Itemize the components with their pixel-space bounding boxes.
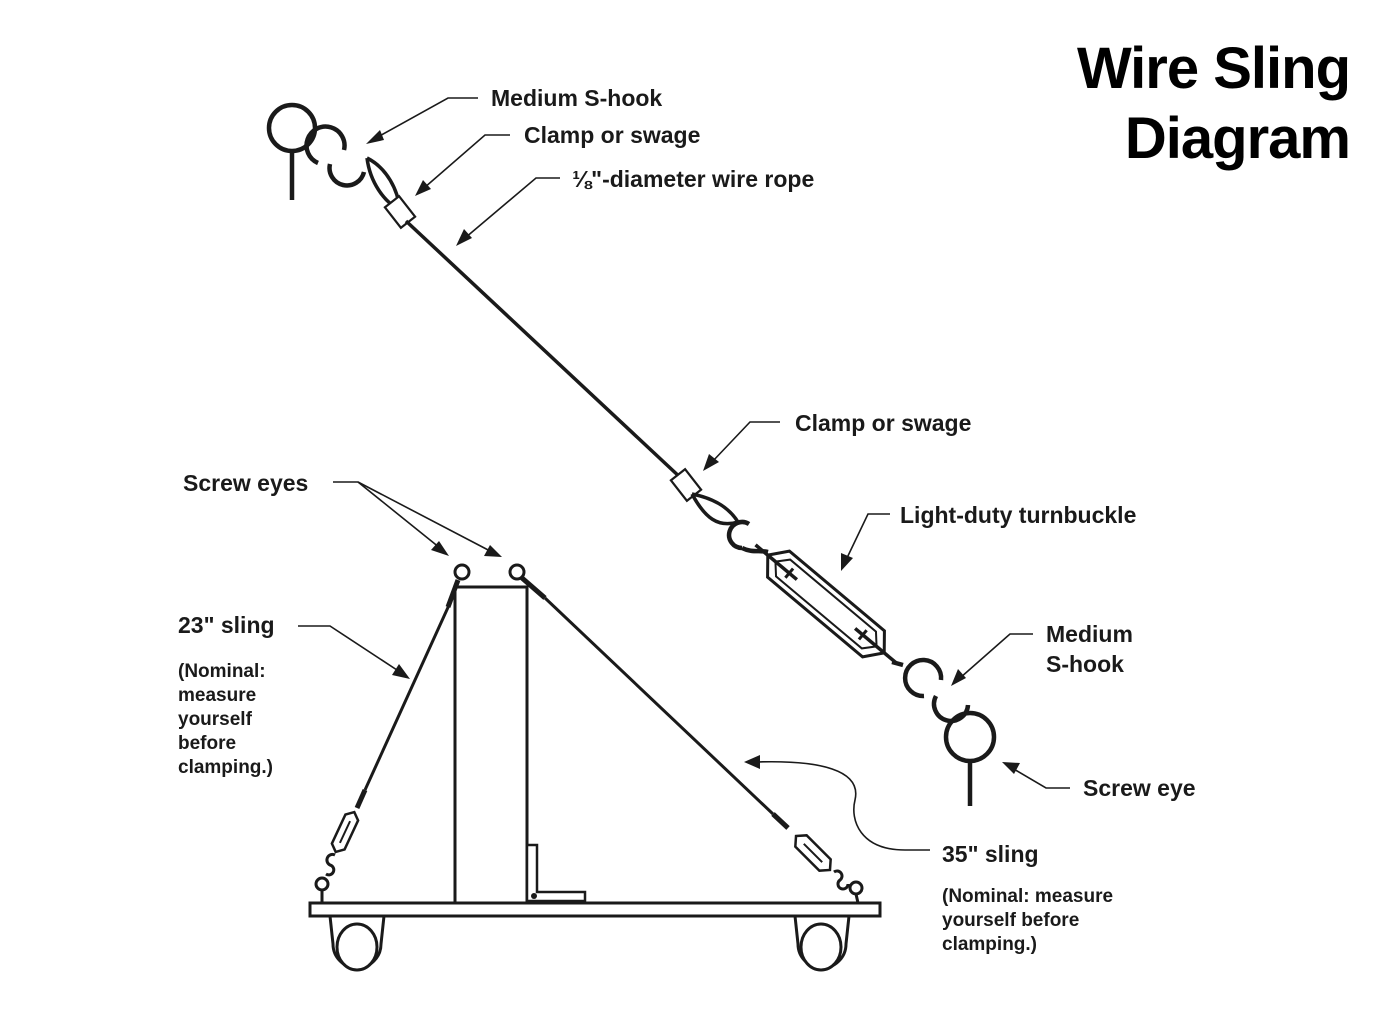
label-s-hook-top: Medium S-hook [491,85,662,111]
middle-s-hook-icon [726,519,769,555]
label-wire-rope: ⅛"-diameter wire rope [572,166,814,192]
bottom-s-hook-icon [891,657,971,724]
label-sling-35: 35" sling [942,841,1039,867]
cart-illustration [308,563,882,972]
label-clamp-top: Clamp or swage [524,122,700,148]
upright-board [453,585,529,905]
label-sling-23-note-3: yourself [178,709,253,730]
angle-bracket-icon [525,843,587,903]
label-sling-23-note-2: measure [178,685,256,706]
bottom-screw-eye-icon [943,710,997,806]
label-s-hook-bottom-line2: S-hook [1046,651,1124,677]
label-sling-23-note-5: clamping.) [178,757,273,778]
label-sling-35-note-3: clamping.) [942,934,1037,955]
label-sling-23-note-4: before [178,733,236,754]
sling-35-wire [520,576,864,904]
leader-lines [298,97,1070,851]
left-screw-eye-icon [453,563,471,581]
label-clamp-mid: Clamp or swage [795,410,971,436]
sling-23-wire [314,579,461,903]
label-sling-23-note-1: (Nominal: [178,661,266,682]
diagram-title-line1: Wire Sling [1077,36,1350,101]
top-s-hook-icon [304,124,367,188]
label-turnbuckle: Light-duty turnbuckle [900,502,1136,528]
main-sling-assembly [266,102,997,806]
label-sling-35-note-1: (Nominal: measure [942,886,1113,907]
middle-wire-loop [690,492,740,526]
left-caster-wheel-icon [328,914,386,972]
right-caster-wheel-icon [793,914,851,972]
right-screw-eye-icon [508,563,526,581]
turnbuckle-icon [754,543,898,665]
label-screw-eye: Screw eye [1083,775,1196,801]
diagram-title-line2: Diagram [1125,106,1350,171]
wire-rope [404,219,685,482]
label-s-hook-bottom-line1: Medium [1046,621,1133,647]
base-board [308,901,882,918]
label-sling-35-note-2: yourself before [942,910,1079,931]
label-screw-eyes: Screw eyes [183,470,308,496]
label-sling-23: 23" sling [178,612,275,638]
